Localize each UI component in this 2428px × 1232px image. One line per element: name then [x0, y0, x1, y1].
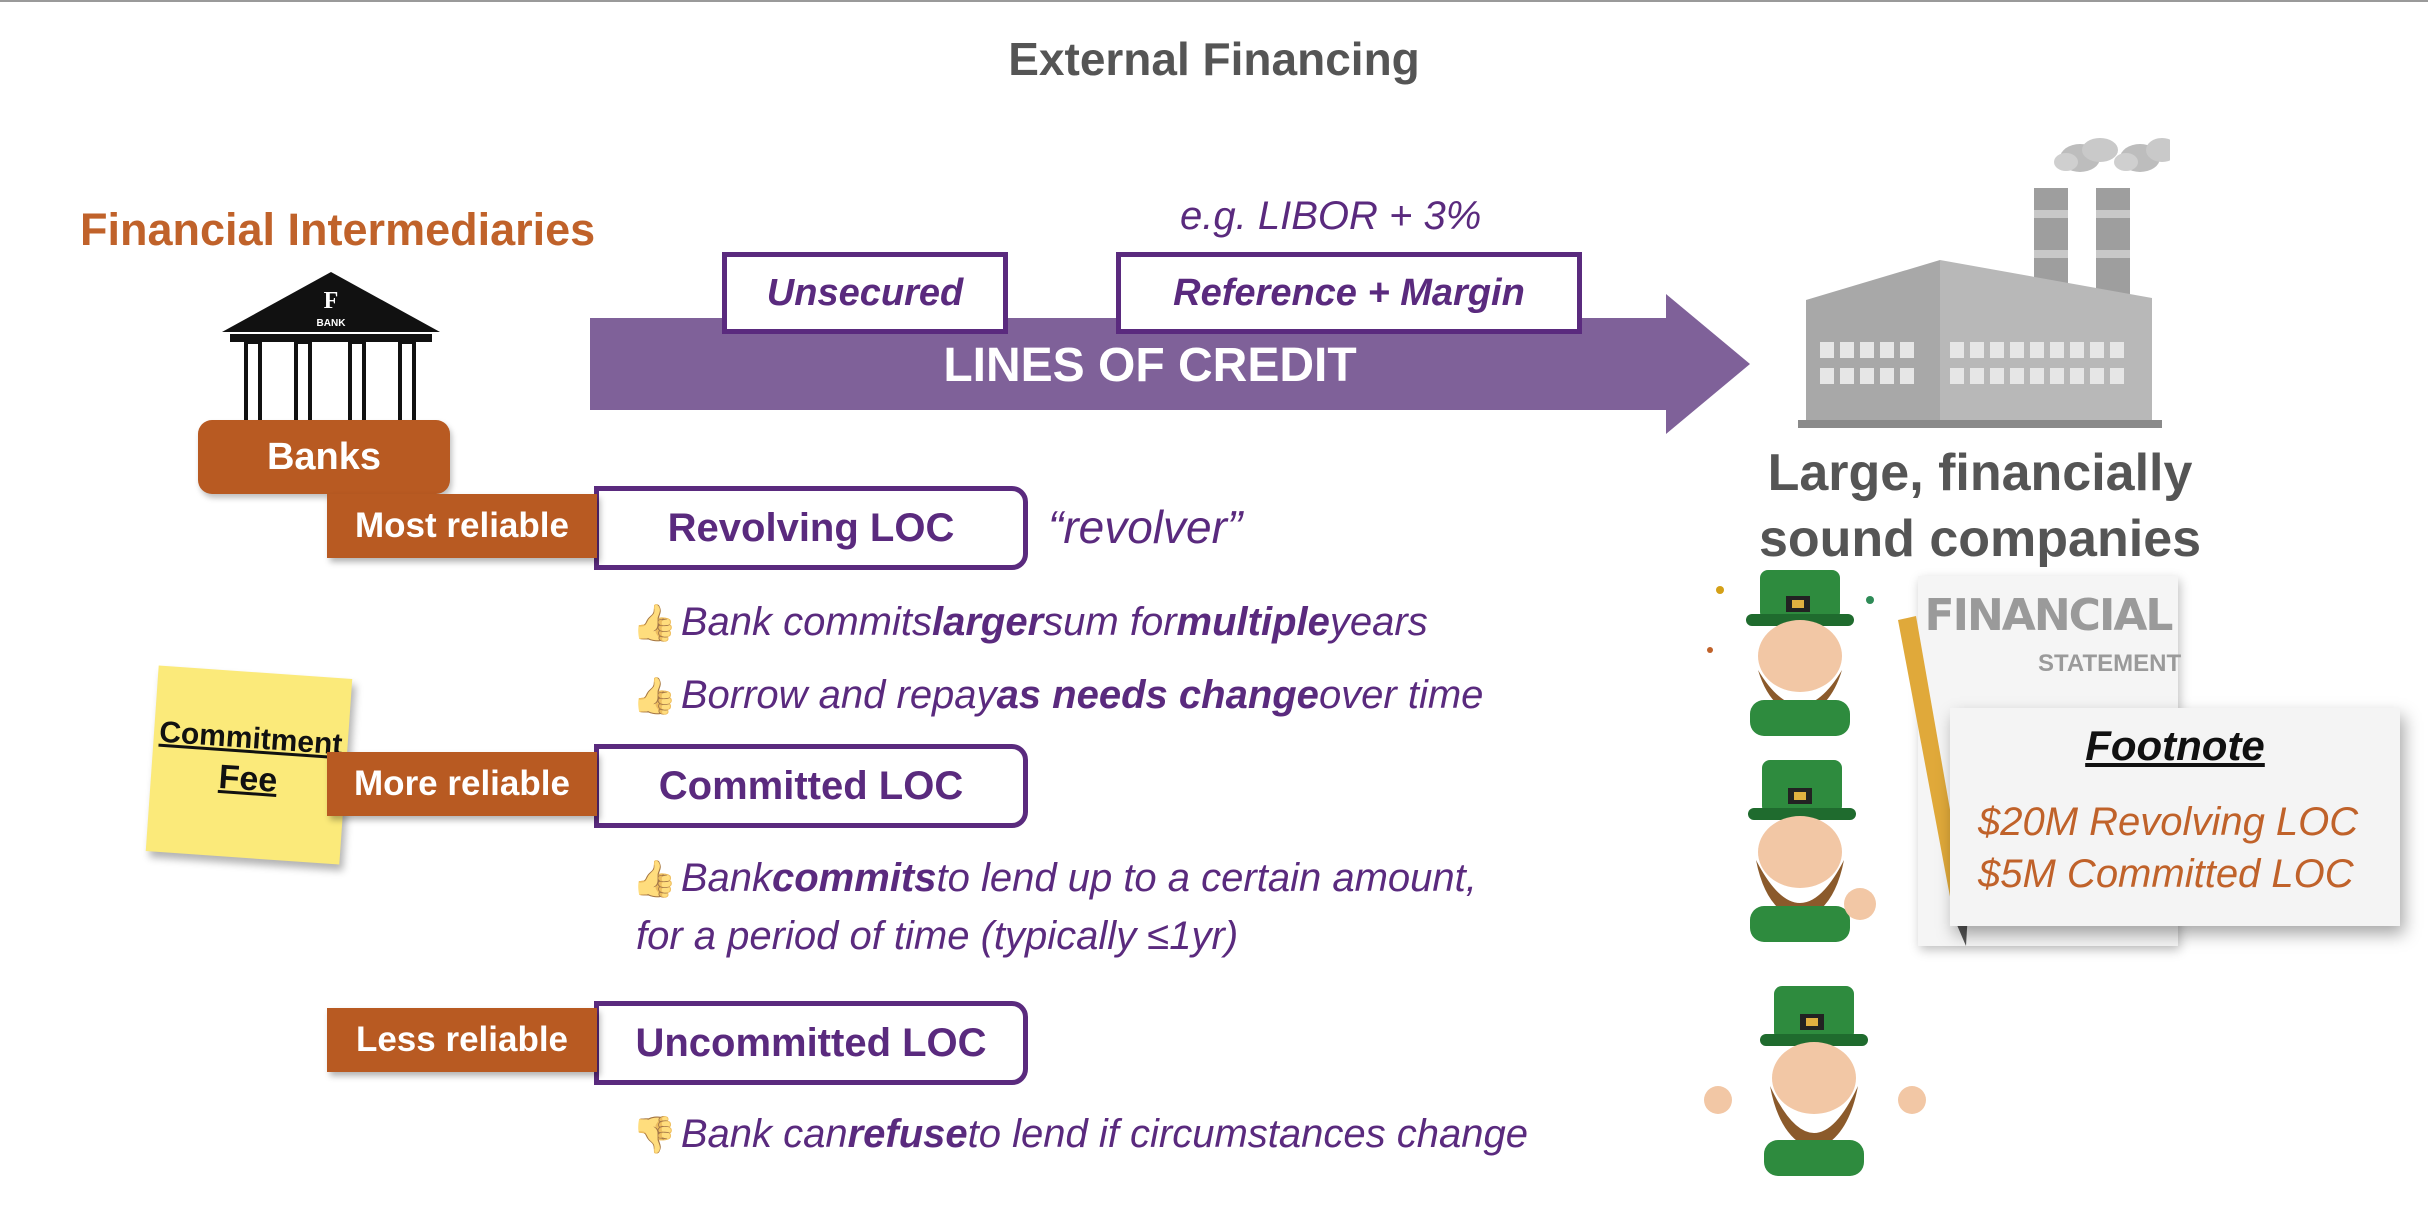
reliability-label-most: Most reliable	[327, 494, 597, 558]
bank-icon: F BANK	[222, 272, 440, 428]
top-border	[0, 0, 2428, 2]
committed-loc-box: Committed LOC	[594, 744, 1028, 828]
svg-text:BANK: BANK	[317, 318, 347, 329]
reliability-label-less: Less reliable	[327, 1008, 597, 1072]
footnote-card: Footnote $20M Revolving LOC $5M Committe…	[1950, 708, 2400, 926]
bullet-revolving-2: 👍 Borrow and repay as needs change over …	[632, 673, 1484, 717]
unsecured-tag: Unsecured	[722, 252, 1008, 334]
thumbs-up-icon: 👍	[632, 674, 677, 716]
revolver-nickname: “revolver”	[1048, 501, 1243, 553]
lines-of-credit-label: LINES OF CREDIT	[943, 339, 1357, 392]
banks-label: Banks	[198, 420, 450, 494]
leprechaun-icon	[1704, 986, 1926, 1176]
company-label-line1: Large, financially	[1767, 444, 2193, 502]
thumbs-up-icon: 👍	[632, 601, 677, 643]
factory-icon	[1798, 138, 2170, 428]
bullet-committed-2: for a period of time (typically ≤1yr)	[636, 914, 1239, 958]
libor-example: e.g. LIBOR + 3%	[1180, 194, 1482, 238]
footnote-committed-amount: $5M Committed LOC	[1978, 852, 2354, 896]
company-label: Large, financially sound companies	[1700, 440, 2260, 572]
financial-intermediaries-heading: Financial Intermediaries	[80, 204, 596, 255]
bullet-committed-1: 👍 Bank commits to lend up to a certain a…	[632, 856, 1477, 900]
financial-statement-subtitle: STATEMENT	[2038, 650, 2182, 677]
bullet-revolving-1: 👍 Bank commits larger sum for multiple y…	[632, 600, 1428, 644]
svg-text:F: F	[324, 288, 339, 314]
uncommitted-loc-box: Uncommitted LOC	[594, 1001, 1028, 1085]
financial-statement-title: FINANCIAL	[1924, 590, 2174, 641]
thumbs-down-icon: 👎	[632, 1113, 677, 1155]
sticky-note-line2: Fee	[217, 757, 279, 800]
leprechaun-icon	[1707, 570, 1874, 736]
company-label-line2: sound companies	[1758, 510, 2202, 568]
footnote-heading: Footnote	[2085, 722, 2265, 769]
thumbs-up-icon: 👍	[632, 857, 677, 899]
reference-margin-tag: Reference + Margin	[1116, 252, 1582, 334]
reliability-label-more: More reliable	[327, 752, 597, 816]
leprechaun-icon	[1748, 760, 1876, 942]
commitment-fee-sticky-note: Commitment Fee	[145, 665, 353, 865]
bullet-uncommitted-1: 👎 Bank can refuse to lend if circumstanc…	[632, 1112, 1528, 1156]
footnote-revolving-amount: $20M Revolving LOC	[1978, 800, 2359, 844]
revolving-loc-box: Revolving LOC	[594, 486, 1028, 570]
page-title: External Financing	[1008, 33, 1420, 85]
